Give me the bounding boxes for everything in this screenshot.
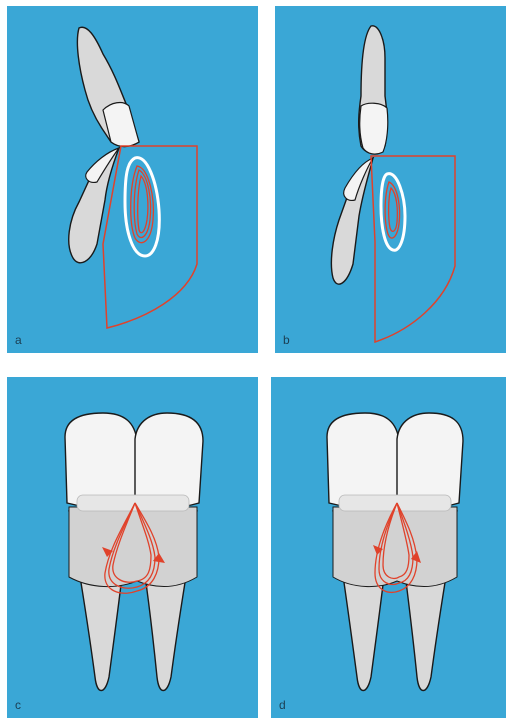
panel-c-label: c [15, 698, 21, 712]
panel-a-label: a [15, 333, 22, 347]
panel-a-diagram [7, 6, 258, 353]
panel-a: a [7, 6, 258, 353]
left-crown [327, 413, 399, 508]
left-crown [65, 413, 137, 508]
panel-b-diagram [275, 6, 506, 353]
upper-tooth-crown [103, 103, 139, 147]
panel-d-label: d [279, 698, 286, 712]
panel-c: c [7, 377, 258, 718]
panel-b: b [275, 6, 506, 353]
suture-loops [385, 182, 399, 238]
panel-b-label: b [283, 333, 290, 347]
panel-d: d [271, 377, 506, 718]
right-crown [135, 413, 203, 508]
suture-loops [131, 166, 154, 243]
panel-d-diagram [271, 377, 506, 718]
upper-tooth-crown [360, 103, 388, 154]
panel-c-diagram [7, 377, 258, 718]
gingiva-band [333, 507, 457, 587]
right-crown [397, 413, 463, 508]
gingiva-band [69, 507, 197, 587]
